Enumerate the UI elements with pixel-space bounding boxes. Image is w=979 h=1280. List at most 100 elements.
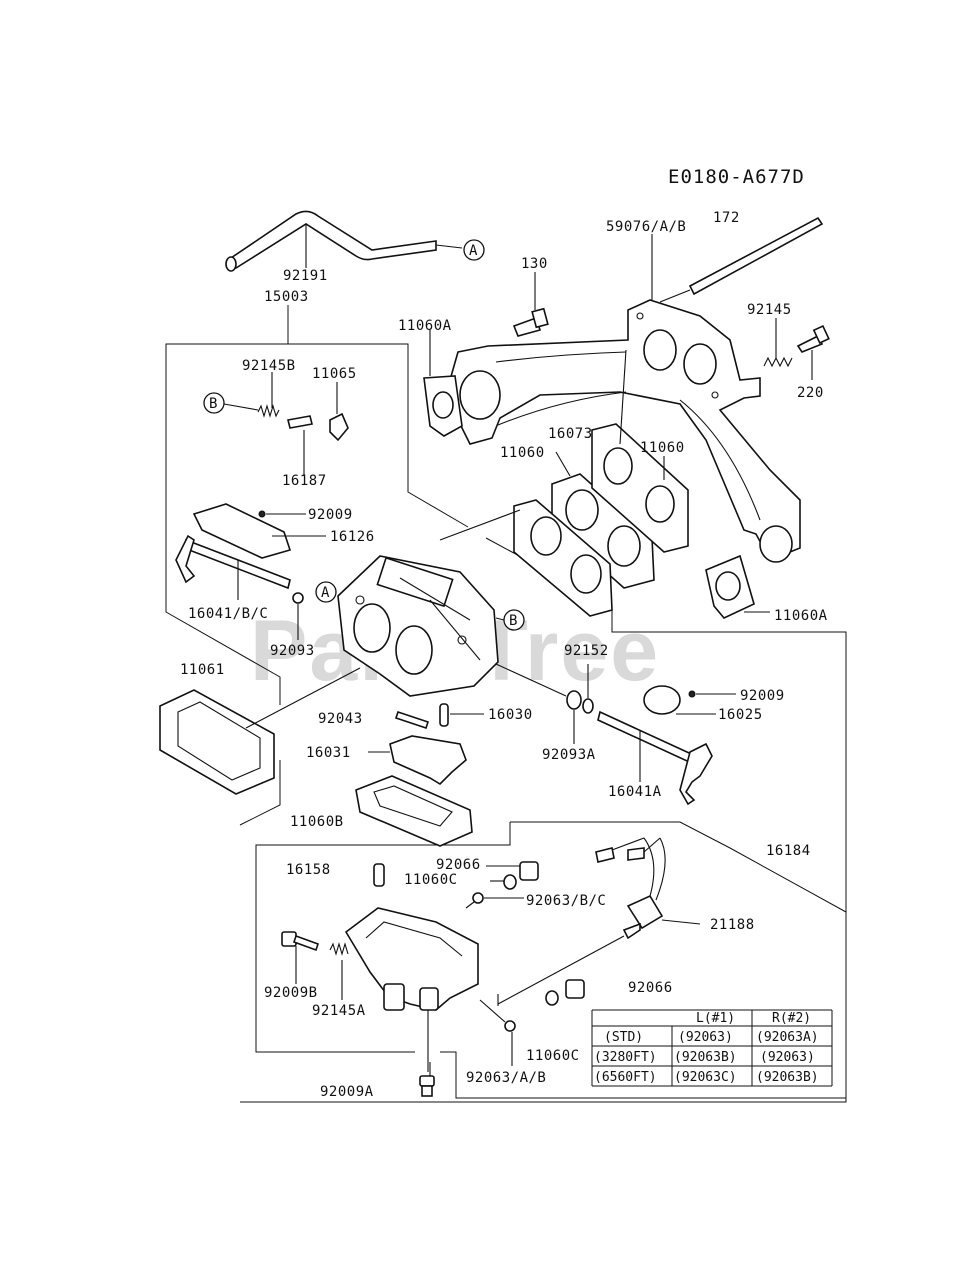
label-11060a-right: 11060A [774, 608, 828, 624]
label-16041a: 16041A [608, 784, 662, 800]
label-92066-top: 92066 [436, 857, 481, 873]
plug-92066-mid [565, 979, 585, 999]
part-labels: 92191 15003 130 59076/A/B 172 92145 220 … [180, 210, 828, 1100]
spring-92145 [763, 318, 793, 368]
label-92009a: 92009A [320, 1084, 374, 1100]
label-11060c-top: 11060C [404, 872, 458, 888]
callout-a-carb-letter: A [321, 585, 330, 601]
leader-lines [429, 234, 770, 1076]
table-header-l: L(#1) [696, 1011, 735, 1026]
spring-92145a [329, 942, 349, 956]
label-92009-top: 92009 [308, 507, 353, 523]
callout-a-top-letter: A [469, 243, 478, 259]
float-16031 [368, 735, 467, 786]
choke-plate-16126 [192, 503, 326, 559]
pin-16030 [439, 703, 449, 727]
label-11060-right: 11060 [640, 440, 685, 456]
screw-16187 [287, 415, 313, 429]
table-cell: (92063B) [674, 1050, 737, 1065]
jet-92063-top [472, 892, 484, 904]
label-92043: 92043 [318, 711, 363, 727]
callout-a-top: A [463, 239, 485, 261]
label-92191: 92191 [283, 268, 328, 284]
label-15003: 15003 [264, 289, 309, 305]
fuel-solenoid-21188 [497, 837, 701, 1005]
label-16030: 16030 [488, 707, 533, 723]
label-172: 172 [713, 210, 740, 226]
label-16126: 16126 [330, 529, 375, 545]
label-11060a-top: 11060A [398, 318, 452, 334]
label-16184: 16184 [766, 843, 811, 859]
washer-11060c-bot [545, 990, 559, 1006]
label-11060c-bot: 11060C [526, 1048, 580, 1064]
bolt-92009b [281, 931, 320, 984]
label-16158: 16158 [286, 862, 331, 878]
label-92152: 92152 [564, 643, 609, 659]
callout-a-carb: A [315, 581, 337, 603]
table-cell: (92063B) [756, 1070, 819, 1085]
needle-92043 [394, 710, 430, 730]
label-92063ab: 92063/A/B [466, 1070, 546, 1086]
label-16031: 16031 [306, 745, 351, 761]
label-11060b: 11060B [290, 814, 344, 830]
table-cell: (STD) [604, 1030, 643, 1045]
label-16025: 16025 [718, 707, 763, 723]
seal-92152 [582, 698, 594, 714]
table-cell: (3280FT) [594, 1050, 657, 1065]
label-16041bc: 16041/B/C [188, 606, 268, 622]
label-11065: 11065 [312, 366, 357, 382]
throttle-shaft-16041a [597, 710, 713, 806]
label-220: 220 [797, 385, 824, 401]
jet-table: L(#1) R(#2) (STD) (92063) (92063A) (3280… [591, 1009, 833, 1087]
label-16073: 16073 [548, 426, 593, 442]
label-21188: 21188 [710, 917, 755, 933]
fuel-hose-92191 [225, 210, 463, 272]
table-header-r: R(#2) [772, 1011, 811, 1026]
plug-11065 [329, 412, 349, 442]
callout-b-left: B [203, 392, 259, 414]
washer-11060c-top [503, 874, 517, 890]
intake-manifold [449, 299, 801, 563]
table-cell: (92063) [760, 1050, 815, 1065]
float-chamber [344, 907, 479, 1072]
callout-b-carb: B [495, 609, 525, 631]
table-cell: (6560FT) [594, 1070, 657, 1085]
washer-92093 [292, 592, 304, 604]
label-92063bc: 92063/B/C [526, 893, 606, 909]
choke-shaft-16041bc [175, 534, 291, 600]
gasket-11060b [355, 775, 473, 847]
label-92093a: 92093A [542, 747, 596, 763]
gasket-11060-right [591, 423, 689, 553]
jet-16158 [373, 863, 385, 887]
stud-172 [659, 216, 824, 303]
label-92145a: 92145A [312, 1003, 366, 1019]
jet-92063-bot [504, 1020, 516, 1032]
plug-92066-top [519, 861, 539, 881]
label-11061: 11061 [180, 662, 225, 678]
label-59076: 59076/A/B [606, 219, 686, 235]
label-92093: 92093 [270, 643, 315, 659]
label-11060-left: 11060 [500, 445, 545, 461]
spring-92145b [257, 404, 280, 418]
washer-92093a [566, 690, 582, 710]
bolt-220 [796, 324, 830, 380]
bolt-92009a [419, 1075, 435, 1097]
label-92145b: 92145B [242, 358, 296, 374]
label-92009b: 92009B [264, 985, 318, 1001]
gasket-11060-left [513, 499, 613, 617]
label-130: 130 [521, 256, 548, 272]
diagram-code: E0180-A677D [668, 166, 805, 188]
table-cell: (92063C) [674, 1070, 737, 1085]
table-cell: (92063A) [756, 1030, 819, 1045]
callout-b-left-letter: B [209, 396, 218, 412]
callout-b-carb-letter: B [509, 613, 518, 629]
label-92066-mid: 92066 [628, 980, 673, 996]
label-16187: 16187 [282, 473, 327, 489]
gasket-11061 [159, 667, 361, 795]
carburetor-body [337, 555, 499, 697]
throttle-plate-16025 [643, 685, 736, 715]
bolt-130 [512, 272, 549, 337]
label-92145: 92145 [747, 302, 792, 318]
table-cell: (92063) [678, 1030, 733, 1045]
